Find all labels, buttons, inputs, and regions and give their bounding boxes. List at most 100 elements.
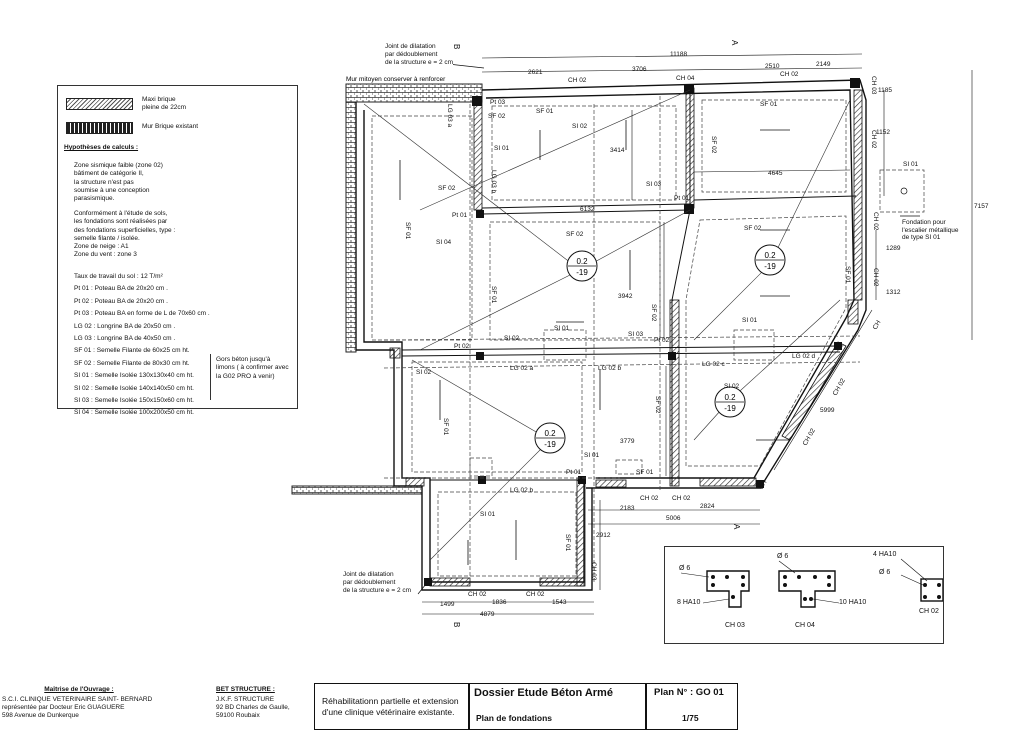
plan-label: CH 02 bbox=[872, 212, 879, 231]
plan-label: 1499 bbox=[440, 601, 455, 608]
plan-label: SI 01 bbox=[554, 325, 570, 332]
plan-label: SI 01 bbox=[494, 145, 510, 152]
plan-label: CH 04 bbox=[795, 622, 815, 629]
plan-label: 4879 bbox=[480, 611, 495, 618]
plan-label: CH 02 bbox=[872, 268, 879, 287]
existing-brick-label: Mur Brique existant bbox=[142, 123, 198, 130]
plan-label: 1289 bbox=[886, 245, 901, 252]
dossier-title: Dossier Etude Béton Armé bbox=[474, 687, 613, 699]
column-details: Ø 6 8 HA10 CH 03 Ø 6 10 HA10 CH 04 4 HA1… bbox=[664, 546, 944, 644]
plan-label: CH 03 bbox=[590, 562, 597, 581]
existing-brick-swatch bbox=[66, 122, 133, 134]
gros-beton-note: Gors béton jusqu'à limons ( à confirmer … bbox=[216, 356, 289, 380]
plan-label: SF 02 bbox=[650, 304, 657, 322]
legend-item: LG 03 : Longrine BA de 40x50 cm . bbox=[74, 334, 176, 342]
plan-label: CH 03 bbox=[725, 622, 745, 629]
owner-title: Maîtrise de l'Ouvrage : bbox=[44, 686, 114, 693]
plan-label: SF 01 bbox=[442, 418, 449, 436]
plan-label: 1543 bbox=[552, 599, 567, 606]
plan-label: SI 02 bbox=[504, 335, 520, 342]
legend-item: SF 02 : Semelle Filante de 80x30 cm ht. bbox=[74, 359, 190, 367]
plan-label: SI 02 bbox=[416, 369, 432, 376]
details-drawing: Ø 6 8 HA10 CH 03 Ø 6 10 HA10 CH 04 4 HA1… bbox=[677, 551, 944, 629]
existing-wall-left bbox=[345, 101, 357, 353]
plan-label: 1836 bbox=[492, 599, 507, 606]
plan-label: SI 01 bbox=[480, 511, 496, 518]
plan-label: SF 02 bbox=[744, 225, 762, 232]
seismic-text: Zone sismique faible (zone 02) bâtiment … bbox=[74, 162, 163, 203]
plan-label: Pt 03 bbox=[490, 99, 506, 106]
plan-label: B bbox=[452, 622, 461, 627]
plan-label: SF 02 bbox=[438, 185, 456, 192]
plan-label: SI 01 bbox=[903, 161, 919, 168]
plan-label: 2183 bbox=[620, 505, 635, 512]
plan-label: LG 03 a bbox=[446, 104, 453, 128]
bet-text: J.K.F. STRUCTURE 92 BD Charles de Gaulle… bbox=[216, 696, 290, 719]
plan-label: 0.2 bbox=[764, 251, 776, 260]
plan-number: Plan N° : GO 01 bbox=[654, 687, 724, 698]
existing-wall-top bbox=[345, 83, 483, 103]
legend-item: SF 01 : Semelle Filante de 60x25 cm ht. bbox=[74, 347, 190, 355]
plan-label: 0.2 bbox=[576, 257, 588, 266]
note-brace bbox=[210, 354, 215, 400]
plan-label: SF 01 bbox=[564, 534, 571, 552]
plan-label: Mur mitoyen conserver à renforcer bbox=[346, 76, 446, 83]
plan-label: SF 02 bbox=[566, 231, 584, 238]
plan-label: -19 bbox=[764, 262, 776, 271]
legend-panel: Maxi brique pleine de 22cm Mur Brique ex… bbox=[57, 85, 298, 416]
plan-label: A bbox=[730, 40, 739, 46]
plan-label: CH bbox=[758, 479, 769, 491]
plan-label: 8 HA10 bbox=[677, 599, 700, 606]
plan-label: 11188 bbox=[670, 51, 687, 58]
plan-label: CH 02 bbox=[870, 130, 877, 149]
plan-label: CH 04 bbox=[676, 75, 695, 82]
plan-label: 1312 bbox=[886, 289, 901, 296]
plan-label: Pt 01 bbox=[566, 469, 582, 476]
plan-label: 3414 bbox=[610, 147, 625, 154]
plan-label: 2912 bbox=[596, 532, 611, 539]
joint-note-bottom: Joint de dilatation par dédoublement de … bbox=[343, 571, 412, 594]
new-brick-swatch bbox=[66, 98, 133, 110]
legend-item: Pt 03 : Poteau BA en forme de L de 70x60… bbox=[74, 310, 210, 318]
plan-label: B bbox=[452, 44, 461, 49]
plan-label: CH 02 bbox=[568, 77, 587, 84]
plan-label: 6132 bbox=[580, 206, 595, 213]
plan-label: A bbox=[732, 524, 741, 530]
plan-label: 3779 bbox=[620, 438, 635, 445]
plan-label: 10 HA10 bbox=[839, 599, 866, 606]
plan-label: CH 03 bbox=[870, 76, 877, 95]
plan-label: SF 01 bbox=[536, 108, 554, 115]
plan-label: 0.2 bbox=[724, 393, 736, 402]
plan-label: CH 02 bbox=[919, 608, 939, 615]
slope-marker: 0.2 -19 bbox=[714, 386, 746, 418]
plan-label: 4 HA10 bbox=[873, 551, 896, 558]
plan-label: CH bbox=[872, 319, 883, 331]
plan-label: LG 02 b bbox=[598, 365, 622, 372]
plan-label: Ø 6 bbox=[879, 569, 890, 576]
hypotheses-title: Hypothèses de calculs : bbox=[64, 144, 139, 151]
plan-label: SF 01 bbox=[760, 101, 778, 108]
plan-label: Ø 6 bbox=[679, 565, 690, 572]
plan-label: LG 03 b bbox=[490, 170, 497, 194]
plan-label: CH 02 bbox=[672, 495, 691, 502]
legend-item: LG 02 : Longrine BA de 20x50 cm . bbox=[74, 322, 176, 330]
plan-label: -19 bbox=[724, 404, 736, 413]
plan-label: 3706 bbox=[632, 66, 647, 73]
plan-label: SF 02 bbox=[488, 113, 506, 120]
title-block: Maîtrise de l'Ouvrage : S.C.I. CLINIQUE … bbox=[0, 683, 1024, 730]
plan-label: LG 02 d bbox=[792, 353, 816, 360]
plan-label: CH 02 bbox=[780, 71, 799, 78]
plan-label: 7157 bbox=[974, 203, 989, 210]
new-brick-label: Maxi brique pleine de 22cm bbox=[142, 96, 187, 112]
legend-items: Taux de travail du sol : 12 T/m² Pt 01 :… bbox=[74, 273, 210, 422]
plan-label: Pt 01 bbox=[452, 212, 468, 219]
plan-name: Plan de fondations bbox=[476, 713, 553, 723]
plan-label: SI 03 bbox=[628, 331, 644, 338]
legend-item: SI 03 : Semelle Isolée 150x150x60 cm ht. bbox=[74, 396, 194, 404]
plan-label: CH 02 bbox=[802, 427, 817, 447]
plan-label: LG 02 b bbox=[510, 487, 534, 494]
plan-label: SF 02 bbox=[654, 396, 661, 414]
legend-item: SI 02 : Semelle Isolée 140x140x50 cm ht. bbox=[74, 384, 194, 392]
plan-scale: 1/75 bbox=[682, 713, 699, 723]
